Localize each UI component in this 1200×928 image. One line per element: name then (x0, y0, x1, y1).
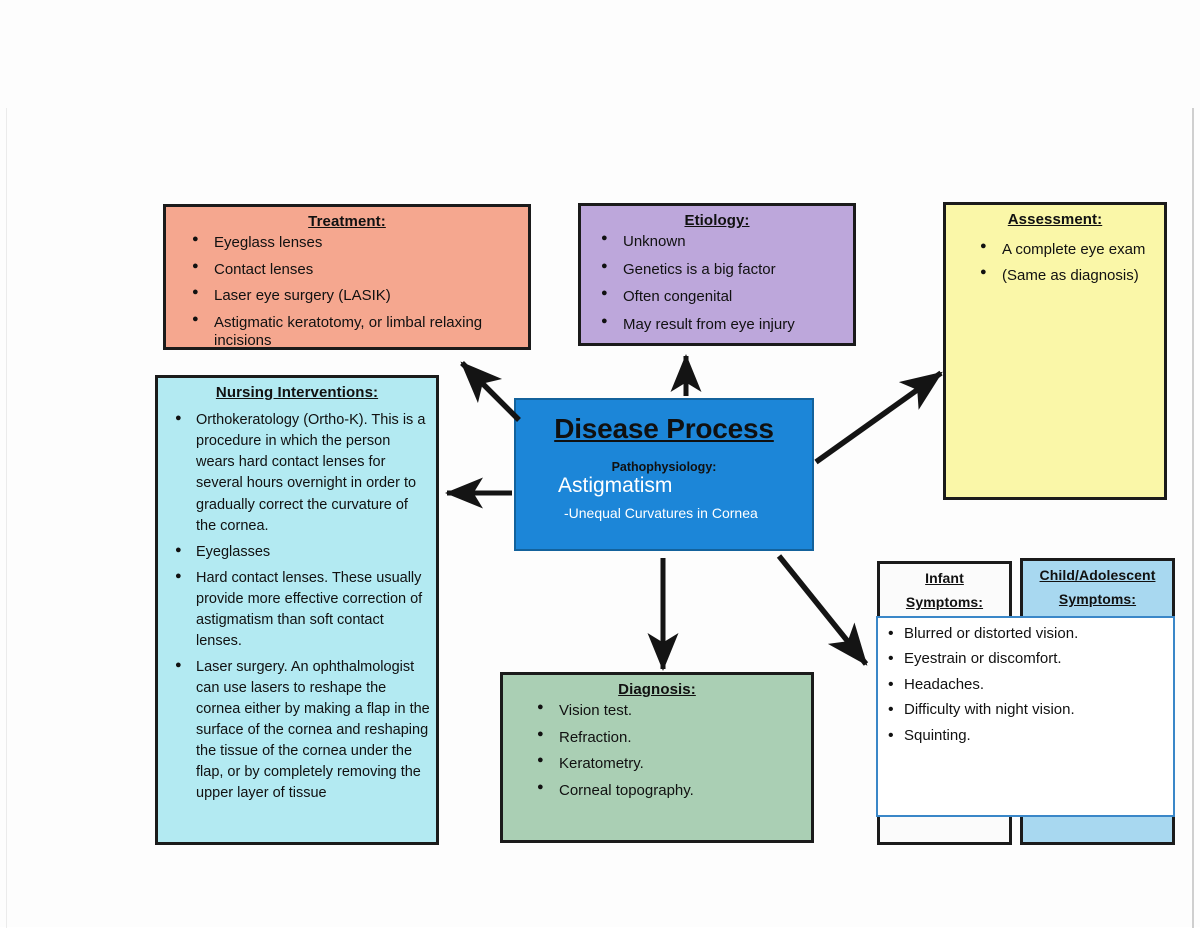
treatment-title: Treatment: (308, 213, 386, 230)
disease-process-heading: Disease Process (554, 413, 774, 444)
assessment-box[interactable]: Assessment: A complete eye exam (Same as… (943, 202, 1167, 500)
infant-symptoms-title-line2: Symptoms: (905, 594, 984, 610)
child-adolescent-symptoms-title-line1: Child/Adolescent (1039, 567, 1156, 583)
list-item: Genetics is a big factor (601, 260, 845, 279)
list-item: Contact lenses (192, 260, 520, 279)
etiology-box[interactable]: Etiology: Unknown Genetics is a big fact… (578, 203, 856, 346)
list-item: Blurred or distorted vision. (888, 624, 1167, 644)
treatment-box[interactable]: Treatment: Eyeglass lenses Contact lense… (163, 204, 531, 350)
list-item: Corneal topography. (537, 781, 803, 800)
list-item: Eyestrain or discomfort. (888, 649, 1167, 669)
arrow-to-assessment (814, 370, 943, 465)
disease-process-center-box[interactable]: Disease Process Pathophysiology: Astigma… (514, 398, 814, 551)
pathophysiology-label: Pathophysiology: (611, 460, 717, 475)
list-item: Headaches. (888, 675, 1167, 695)
assessment-list: A complete eye exam (Same as diagnosis) (954, 240, 1156, 285)
arrow-to-treatment (460, 361, 521, 422)
nursing-interventions-list: Orthokeratology (Ortho-K). This is a pro… (164, 410, 430, 803)
list-item: A complete eye exam (980, 240, 1156, 259)
list-item: Vision test. (537, 701, 803, 720)
list-item: Orthokeratology (Ortho-K). This is a pro… (175, 410, 430, 536)
list-item: Laser eye surgery (LASIK) (192, 286, 520, 305)
list-item: Unknown (601, 232, 845, 251)
condition-detail: -Unequal Curvatures in Cornea (564, 504, 758, 521)
nursing-interventions-box[interactable]: Nursing Interventions: Orthokeratology (… (155, 375, 439, 845)
nursing-interventions-title: Nursing Interventions: (215, 384, 379, 401)
treatment-list: Eyeglass lenses Contact lenses Laser eye… (174, 233, 520, 351)
diagnosis-box[interactable]: Diagnosis: Vision test. Refraction. Kera… (500, 672, 814, 843)
list-item: Squinting. (888, 726, 1167, 746)
condition-name: Astigmatism (558, 473, 673, 497)
arrow-to-symptoms (776, 554, 869, 666)
page-edge-right (1192, 108, 1194, 928)
etiology-title: Etiology: (684, 212, 750, 229)
list-item: Eyeglasses (175, 542, 430, 563)
page-edge-left (6, 108, 7, 928)
list-item: Difficulty with night vision. (888, 700, 1167, 720)
list-item: Refraction. (537, 728, 803, 747)
diagnosis-title: Diagnosis: (618, 681, 696, 698)
diagnosis-list: Vision test. Refraction. Keratometry. Co… (511, 701, 803, 800)
list-item: Hard contact lenses. These usually provi… (175, 568, 430, 652)
symptoms-list-overlay[interactable]: Blurred or distorted vision. Eyestrain o… (876, 616, 1175, 817)
list-item: Keratometry. (537, 754, 803, 773)
list-item: Often congenital (601, 287, 845, 306)
assessment-title: Assessment: (1007, 211, 1103, 228)
infant-symptoms-title-line1: Infant (925, 570, 964, 586)
list-item: Laser surgery. An ophthalmologist can us… (175, 657, 430, 804)
list-item: May result from eye injury (601, 315, 845, 334)
list-item: Astigmatic keratotomy, or limbal relaxin… (192, 313, 520, 351)
child-adolescent-symptoms-title-line2: Symptoms: (1058, 591, 1137, 607)
list-item: (Same as diagnosis) (980, 266, 1156, 285)
list-item: Eyeglass lenses (192, 233, 520, 252)
symptoms-list: Blurred or distorted vision. Eyestrain o… (888, 624, 1167, 746)
etiology-list: Unknown Genetics is a big factor Often c… (589, 232, 845, 334)
